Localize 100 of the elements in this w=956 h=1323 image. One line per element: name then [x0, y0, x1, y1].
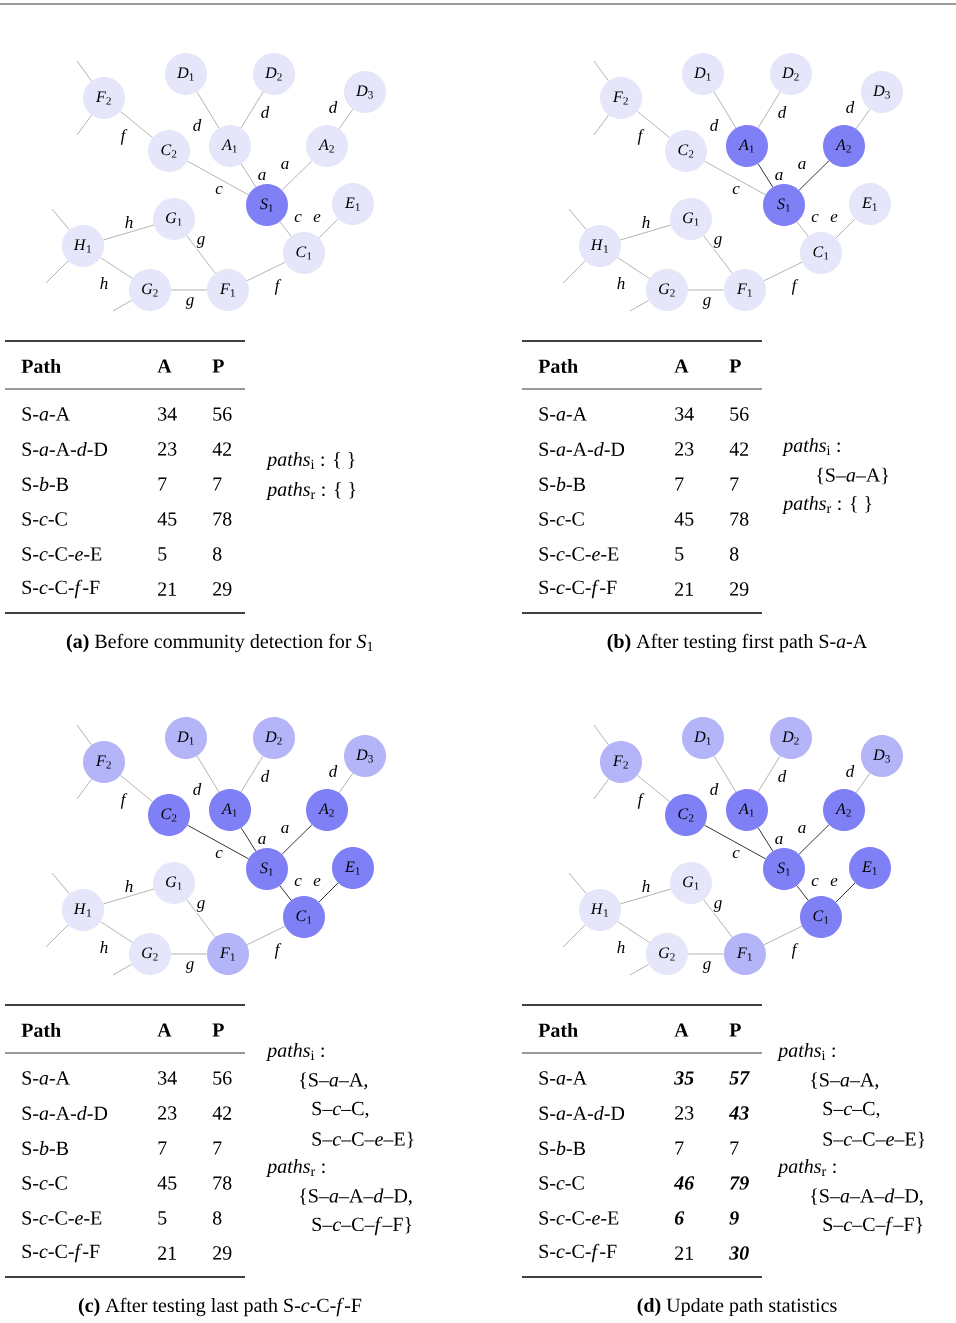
table-text: 23 [158, 442, 177, 456]
edge-line [757, 755, 781, 793]
graph-node: G$_{1}$ [153, 198, 195, 240]
table-text: 5 [158, 547, 167, 561]
edge-label: f [790, 278, 799, 296]
table-text: 7 [675, 477, 684, 491]
table-text: S-c-C [22, 512, 67, 526]
edge-line [100, 257, 133, 279]
graph-node: D$_{2}$ [770, 53, 812, 95]
path-set-text: paths$_{r}$ : { } [266, 481, 356, 501]
edge-label: g [184, 960, 196, 974]
table-text: S-c-C-e-E [539, 1211, 619, 1225]
table-text: 23 [158, 1106, 177, 1120]
table-text: 29 [213, 582, 232, 596]
graph-node: D$_{1}$ [165, 53, 207, 95]
table-text: S-a-A-d-D [22, 1105, 108, 1121]
caption: (b) After testing first path S-a-A [607, 633, 868, 653]
path-set-text: {S–a–A–d–D, [811, 1188, 923, 1206]
table-header: Path [21, 1022, 61, 1038]
graph-node: D$_{3}$ [344, 735, 386, 777]
edge-label: g [195, 899, 207, 913]
path-set-text: {S–a–A–d–D, [300, 1188, 412, 1206]
path-set-text: paths$_{i}$ : { } [266, 451, 355, 471]
edge-line [112, 964, 132, 976]
edge-line [76, 114, 92, 136]
edge-line [186, 235, 216, 274]
edge-label: g [701, 960, 713, 974]
edge-label: h [615, 276, 627, 290]
table-header: Path [21, 358, 61, 374]
edge-line [835, 218, 856, 239]
path-set-text: paths$_{r}$ : [777, 1158, 836, 1178]
edge-label: d [191, 118, 203, 132]
edge-line [240, 827, 257, 852]
graph-node: D$_{3}$ [861, 71, 903, 113]
table-text: 21 [675, 1246, 693, 1260]
graph-node: G$_{1}$ [670, 862, 712, 904]
edge-line [763, 261, 803, 282]
edge-label: g [712, 899, 724, 913]
table-text: S-c-C [539, 1176, 584, 1190]
edge-label: d [259, 105, 271, 119]
edge-line [318, 882, 339, 903]
graph-node: E$_{1}$ [849, 183, 891, 225]
edge-line [593, 724, 609, 746]
edge-line [170, 289, 208, 291]
table-header: A [157, 359, 172, 373]
table-text: 43 [728, 1106, 749, 1120]
table-text: S-b-B [22, 1140, 68, 1156]
table-text: S-b-B [539, 1140, 585, 1156]
graph-node: E$_{1}$ [332, 183, 374, 225]
table-header: P [729, 1023, 741, 1037]
edge-label: e [829, 876, 839, 888]
edge-label: h [615, 940, 627, 954]
edge-label: c [731, 184, 741, 196]
edge-line [619, 224, 672, 241]
edge-label: g [195, 235, 207, 249]
edge-line [562, 924, 586, 948]
edge-line [338, 108, 354, 130]
caption: (c) After testing last path S-c-C-f-F [78, 1297, 362, 1317]
edge-line [687, 289, 725, 291]
path-set-text: paths$_{r}$ : { } [782, 495, 872, 515]
table-text: 21 [158, 582, 176, 596]
edge-line [120, 111, 153, 138]
table-text: 78 [213, 1176, 232, 1190]
edge-line [196, 91, 220, 129]
table-text: S-c-C-e-E [22, 1211, 102, 1225]
table-text: 7 [213, 477, 222, 491]
edge-label: d [844, 100, 856, 114]
edge-label: d [776, 769, 788, 783]
edge-line [240, 755, 264, 793]
graph-node: H$_{1}$ [62, 225, 104, 267]
table-header: A [674, 1023, 689, 1037]
table-text: 78 [213, 512, 232, 526]
graph-node: F$_{2}$ [83, 77, 125, 119]
table-text: 42 [729, 442, 749, 456]
edge-line [637, 111, 670, 138]
edge-line [102, 224, 155, 241]
edge-line [593, 778, 609, 800]
edge-line [713, 755, 737, 793]
graph-node: C$_{1}$ [800, 232, 842, 274]
table-text: 30 [729, 1246, 749, 1260]
edge-label: c [731, 848, 741, 860]
edge-label: f [119, 792, 128, 810]
edge-label: c [810, 212, 820, 224]
graph-node: H$_{1}$ [62, 889, 104, 931]
edge-line [186, 899, 216, 938]
table-text: S-c-C-e-E [539, 547, 619, 561]
table-text: 8 [212, 547, 222, 561]
edge-line [703, 899, 733, 938]
edge-label: a [773, 170, 785, 182]
path-set-text: {S–a–A, [811, 1072, 879, 1090]
graph-node: G$_{2}$ [646, 269, 688, 311]
table-text: S-b-B [539, 476, 585, 492]
edge-label: d [844, 764, 856, 778]
graph-node: C$_{2}$ [665, 794, 707, 836]
table-text: 79 [730, 1176, 749, 1190]
graph-node: G$_{2}$ [129, 269, 171, 311]
edge-label: c [214, 184, 224, 196]
table-text: 5 [675, 547, 684, 561]
table-text: 21 [158, 1246, 176, 1260]
graph-node: F$_{2}$ [600, 77, 642, 119]
